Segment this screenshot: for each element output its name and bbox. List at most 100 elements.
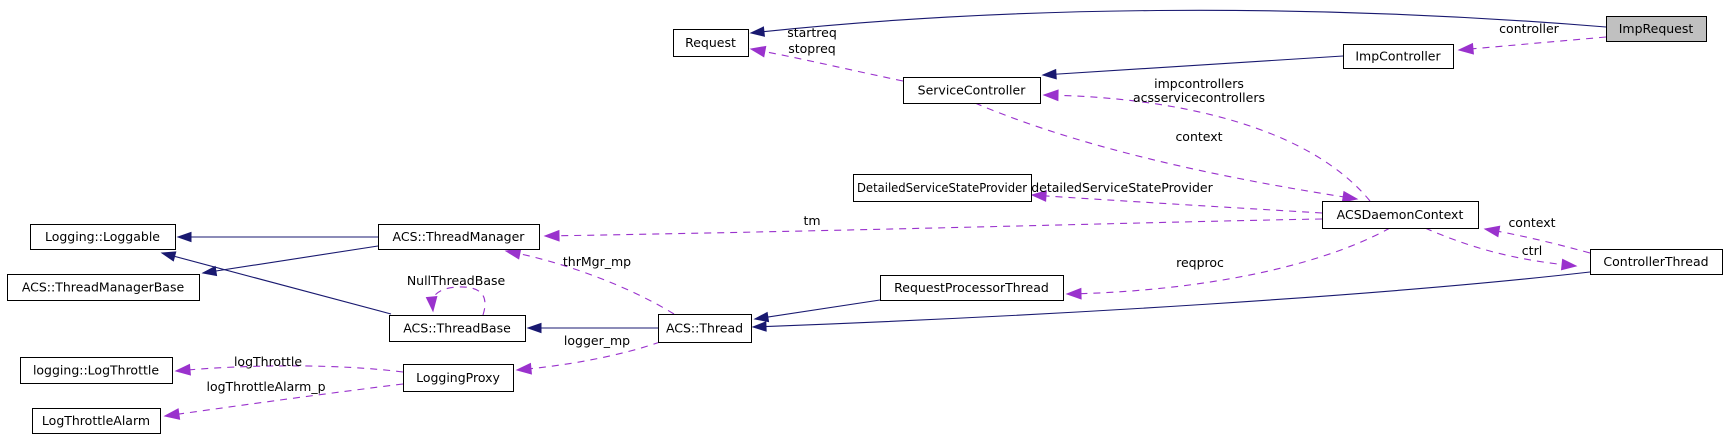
usage-arrow-icon bbox=[1457, 42, 1474, 55]
edge-imprequest-request bbox=[749, 9, 1607, 37]
usage-arrow-icon bbox=[1030, 190, 1047, 202]
edge-loggingproxy-logthrottlealarm: logThrottleAlarm_p bbox=[163, 379, 404, 420]
inheritance-arrow-icon bbox=[176, 231, 192, 243]
usage-arrow-icon bbox=[543, 229, 560, 242]
inheritance-arrow-icon bbox=[749, 26, 765, 37]
edge-label: detailedServiceStateProvider bbox=[1031, 180, 1213, 195]
edge-label: reqproc bbox=[1176, 255, 1224, 270]
usage-arrow-icon bbox=[515, 362, 532, 375]
class-node-label: LoggingProxy bbox=[416, 370, 500, 385]
usage-arrow-icon bbox=[1560, 258, 1578, 271]
class-node-label: ACSDaemonContext bbox=[1337, 207, 1464, 222]
class-node-threadmanager[interactable]: ACS::ThreadManager bbox=[378, 224, 540, 250]
usage-arrow-icon bbox=[1065, 287, 1082, 300]
class-node-threadmanagerbase[interactable]: ACS::ThreadManagerBase bbox=[7, 274, 200, 301]
class-node-requestprocessorthread[interactable]: RequestProcessorThread bbox=[880, 275, 1064, 301]
usage-arrow-icon bbox=[1042, 89, 1059, 102]
class-node-label: logging::LogThrottle bbox=[33, 363, 159, 378]
edge-label: stopreq bbox=[788, 41, 836, 56]
class-node-label: ACS::ThreadManager bbox=[393, 229, 526, 244]
class-node-box[interactable] bbox=[1590, 249, 1723, 275]
class-node-logthrottlealarm[interactable]: LogThrottleAlarm bbox=[32, 408, 161, 434]
class-node-box[interactable] bbox=[389, 315, 526, 342]
edge-impcontroller-servicecontroller bbox=[1041, 55, 1344, 80]
class-node-request[interactable]: Request bbox=[673, 29, 749, 57]
class-node-label: ACS::ThreadBase bbox=[403, 321, 511, 336]
inheritance-arrow-icon bbox=[201, 265, 218, 277]
edge-acsdaemoncontext-detailedservicestateprovider: detailedServiceStateProvider bbox=[1030, 180, 1323, 214]
edge-acsdaemoncontext-requestprocessorthread: reqproc bbox=[1065, 227, 1391, 300]
inheritance-arrow-icon bbox=[160, 251, 177, 262]
edge-thread-threadmanager: thrMgr_mp bbox=[504, 248, 675, 315]
edge-label: NullThreadBase bbox=[407, 273, 506, 288]
edge-label: context bbox=[1175, 129, 1222, 144]
class-node-box[interactable] bbox=[1322, 201, 1479, 229]
edge-label: thrMgr_mp bbox=[563, 254, 631, 269]
inheritance-arrow-icon bbox=[753, 311, 770, 323]
class-node-box[interactable] bbox=[1606, 16, 1707, 42]
class-node-box[interactable] bbox=[853, 174, 1032, 202]
inheritance-arrow-icon bbox=[526, 322, 542, 334]
class-node-box[interactable] bbox=[7, 274, 200, 301]
class-node-box[interactable] bbox=[20, 357, 173, 384]
class-node-label: ServiceController bbox=[918, 83, 1027, 98]
class-node-label: LogThrottleAlarm bbox=[42, 413, 150, 428]
class-node-label: RequestProcessorThread bbox=[894, 280, 1049, 295]
edge-label: acsservicecontrollers bbox=[1133, 90, 1265, 105]
class-node-impcontroller[interactable]: ImpController bbox=[1343, 44, 1454, 69]
edge-label: context bbox=[1508, 215, 1555, 230]
edge-acsdaemoncontext-controllerthread: ctrl bbox=[1424, 227, 1578, 271]
class-node-label: Request bbox=[685, 35, 736, 50]
class-node-imprequest[interactable]: ImpRequest bbox=[1606, 16, 1707, 42]
edge-requestprocessorthread-thread bbox=[753, 299, 881, 323]
usage-arrow-icon bbox=[1341, 190, 1359, 203]
edge-acsdaemoncontext-threadmanager: tm bbox=[543, 213, 1323, 242]
edge-imprequest-impcontroller: controller bbox=[1457, 21, 1607, 55]
class-node-logthrottle[interactable]: logging::LogThrottle bbox=[20, 357, 173, 384]
class-node-loggingproxy[interactable]: LoggingProxy bbox=[403, 364, 514, 392]
class-node-detailedservicestateprovider[interactable]: DetailedServiceStateProvider bbox=[853, 174, 1032, 202]
edge-label: logThrottleAlarm_p bbox=[206, 379, 325, 394]
class-node-label: ImpController bbox=[1355, 49, 1441, 64]
class-node-label: ACS::ThreadManagerBase bbox=[22, 280, 185, 295]
usage-arrow-icon bbox=[1483, 225, 1501, 238]
class-node-box[interactable] bbox=[903, 77, 1041, 104]
class-node-box[interactable] bbox=[1343, 44, 1454, 69]
edge-label: startreq bbox=[787, 25, 837, 40]
edge-threadbase-loggable bbox=[160, 251, 392, 315]
class-node-box[interactable] bbox=[378, 224, 540, 250]
edge-label: logThrottle bbox=[234, 354, 302, 369]
usage-arrow-icon bbox=[425, 295, 438, 313]
edge-controllerthread-thread bbox=[751, 271, 1591, 332]
class-node-acsdaemoncontext[interactable]: ACSDaemonContext bbox=[1322, 201, 1479, 229]
class-node-label: ControllerThread bbox=[1603, 254, 1708, 269]
edge-threadmanager-loggable bbox=[176, 231, 378, 243]
edge-servicecontroller-acsdaemoncontext: context bbox=[974, 102, 1359, 203]
usage-arrow-icon bbox=[163, 408, 181, 420]
class-node-box[interactable] bbox=[880, 275, 1064, 301]
class-node-label: ImpRequest bbox=[1619, 21, 1694, 36]
class-node-box[interactable] bbox=[403, 364, 514, 392]
class-node-box[interactable] bbox=[30, 224, 176, 250]
edge-label: controller bbox=[1499, 21, 1559, 36]
class-node-label: ACS::Thread bbox=[666, 321, 743, 336]
edge-loggingproxy-logthrottle: logThrottle bbox=[174, 354, 404, 376]
edge-threadmanager-threadmanagerbase bbox=[201, 245, 379, 277]
class-node-box[interactable] bbox=[658, 314, 752, 343]
class-node-loggable[interactable]: Logging::Loggable bbox=[30, 224, 176, 250]
edge-thread-threadbase bbox=[526, 322, 658, 334]
class-node-label: Logging::Loggable bbox=[45, 229, 160, 244]
class-node-threadbase[interactable]: ACS::ThreadBase bbox=[389, 315, 526, 342]
inheritance-arrow-icon bbox=[1041, 68, 1057, 80]
class-node-controllerthread[interactable]: ControllerThread bbox=[1590, 249, 1723, 275]
edge-threadbase-threadbase: NullThreadBase bbox=[407, 273, 506, 316]
class-node-box[interactable] bbox=[673, 29, 749, 57]
class-node-box[interactable] bbox=[32, 408, 161, 434]
edge-thread-loggingproxy: logger_mp bbox=[515, 333, 661, 375]
class-node-servicecontroller[interactable]: ServiceController bbox=[903, 77, 1041, 104]
edge-label: logger_mp bbox=[564, 333, 630, 348]
class-node-thread[interactable]: ACS::Thread bbox=[658, 314, 752, 343]
